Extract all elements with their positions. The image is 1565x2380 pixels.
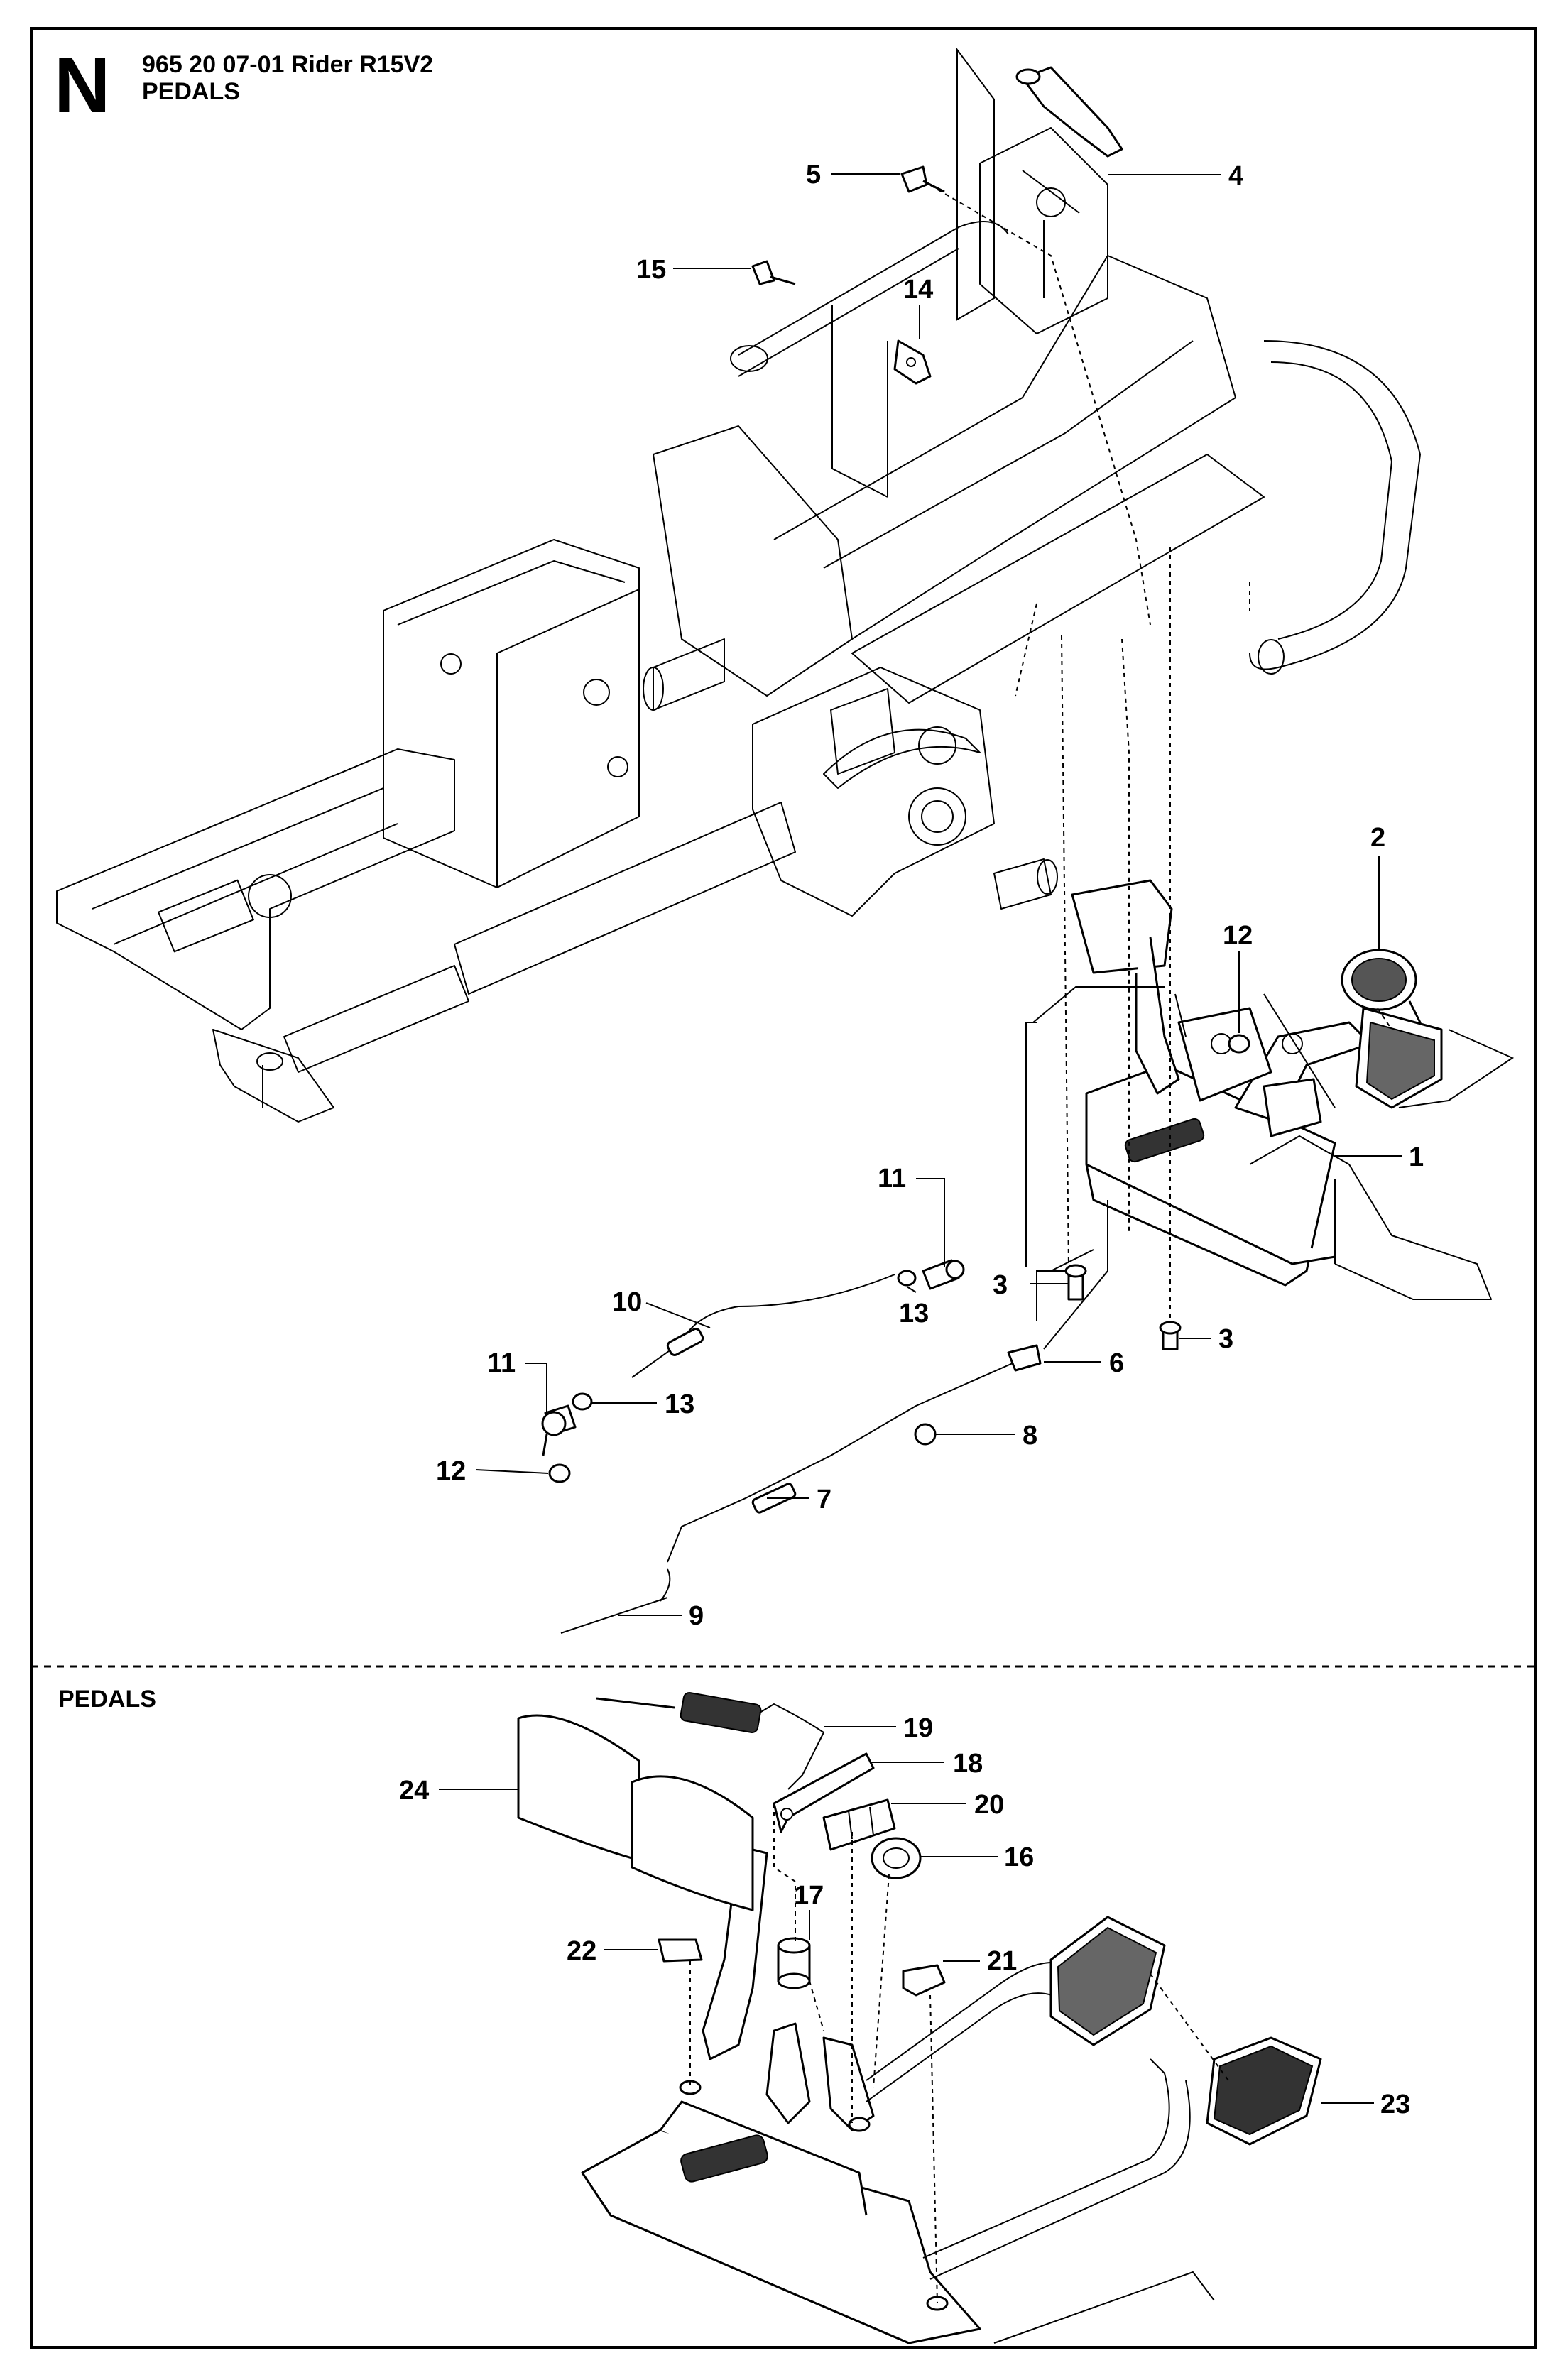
callout-18: 18 <box>953 1749 983 1779</box>
callout-5: 5 <box>806 160 821 190</box>
callout-11-b: 11 <box>487 1348 516 1378</box>
lower-section-title: PEDALS <box>58 1686 156 1713</box>
callout-20: 20 <box>974 1790 1004 1820</box>
callout-10: 10 <box>612 1287 642 1317</box>
pedal-spring <box>1124 1118 1205 1163</box>
upper-routing-lines <box>831 47 1515 1350</box>
section-letter: N <box>54 42 110 129</box>
callout-11-a: 11 <box>878 1164 906 1194</box>
callout-22: 22 <box>567 1936 596 1966</box>
lower-pedal-assembly <box>517 1692 1322 2344</box>
upper-alignment-lines <box>922 180 1392 1321</box>
callout-19: 19 <box>903 1713 933 1743</box>
callouts: 1 2 3 3 4 5 6 7 8 9 10 11 11 <box>399 160 1424 2119</box>
callout-12-a: 12 <box>1223 921 1253 951</box>
chassis-frame <box>56 127 1421 1123</box>
callout-21: 21 <box>987 1946 1017 1976</box>
lower-alignment-lines <box>689 1803 1229 2304</box>
callout-9: 9 <box>689 1601 704 1631</box>
callout-4: 4 <box>1228 161 1243 191</box>
callout-3-a: 3 <box>993 1270 1008 1300</box>
callout-6: 6 <box>1109 1348 1124 1378</box>
callout-14: 14 <box>903 275 933 305</box>
callout-7: 7 <box>817 1485 831 1514</box>
callout-12-b: 12 <box>436 1456 466 1486</box>
upper-small-parts <box>541 66 1250 1634</box>
assembly-title: PEDALS <box>142 78 240 105</box>
callout-2: 2 <box>1370 823 1385 853</box>
pedal-assembly <box>1071 879 1492 1300</box>
callout-23: 23 <box>1380 2090 1410 2119</box>
callout-17: 17 <box>794 1881 824 1911</box>
callout-3-b: 3 <box>1218 1324 1233 1354</box>
callout-13-a: 13 <box>899 1299 929 1328</box>
callout-13-b: 13 <box>665 1390 694 1419</box>
page-border <box>30 27 1537 2349</box>
callout-8: 8 <box>1023 1421 1037 1451</box>
callout-24: 24 <box>399 1776 429 1806</box>
callout-15: 15 <box>636 255 666 285</box>
callout-16: 16 <box>1004 1843 1034 1872</box>
callout-1: 1 <box>1409 1142 1424 1172</box>
model-title: 965 20 07-01 Rider R15V2 <box>142 51 433 78</box>
